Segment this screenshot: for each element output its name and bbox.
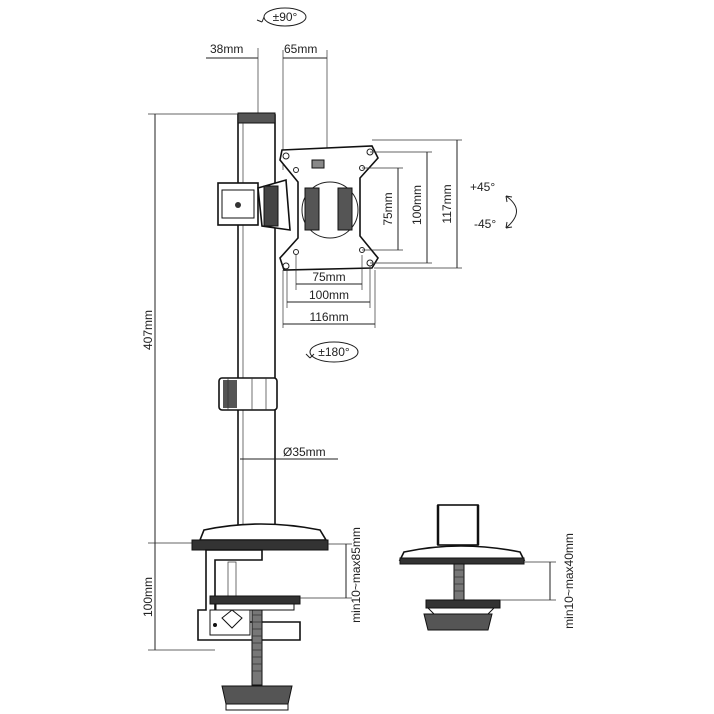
vesa-horizontal-dimensions: [282, 255, 376, 328]
vesa-h100-label: 100mm: [309, 288, 349, 302]
height-100-dimension: [148, 543, 215, 651]
clamp-range-a-label: min10~max85mm: [349, 527, 363, 623]
vesa-v75-label: 75mm: [381, 192, 395, 225]
vesa-v117-label: 117mm: [440, 184, 454, 223]
c-clamp: [197, 549, 301, 711]
pole-collar: [218, 377, 278, 411]
vesa-plate: [279, 145, 379, 271]
arm-bracket: [217, 178, 291, 231]
rotation-180-label: ±180°: [318, 345, 350, 359]
swivel-rotation-icon: [505, 195, 517, 229]
clamp-range-a-dimension: [300, 543, 352, 599]
rotation-180-icon: [305, 341, 359, 363]
base-plate: [191, 523, 329, 551]
swivel-minus-label: -45°: [474, 217, 496, 231]
tilt-rotation-icon: [256, 7, 307, 27]
grommet-clamp: [398, 504, 526, 631]
pole: [237, 112, 276, 541]
vesa-vertical-dimensions: [362, 139, 462, 269]
pole-top-65-label: 65mm: [284, 42, 317, 56]
pole-diameter-label: Ø35mm: [283, 445, 326, 459]
height-407-dimension: [148, 113, 240, 544]
tilt-label: ±90°: [273, 10, 298, 24]
clamp-range-b-dimension: [500, 561, 556, 601]
height-407-label: 407mm: [141, 310, 155, 350]
vesa-h116-label: 116mm: [309, 310, 348, 324]
clamp-range-b-label: min10~max40mm: [562, 533, 576, 629]
pole-top-38-label: 38mm: [210, 42, 243, 56]
vesa-v100-label: 100mm: [410, 185, 424, 225]
swivel-plus-label: +45°: [470, 180, 495, 194]
height-100-label: 100mm: [141, 577, 155, 617]
vesa-h75-label: 75mm: [312, 270, 345, 284]
